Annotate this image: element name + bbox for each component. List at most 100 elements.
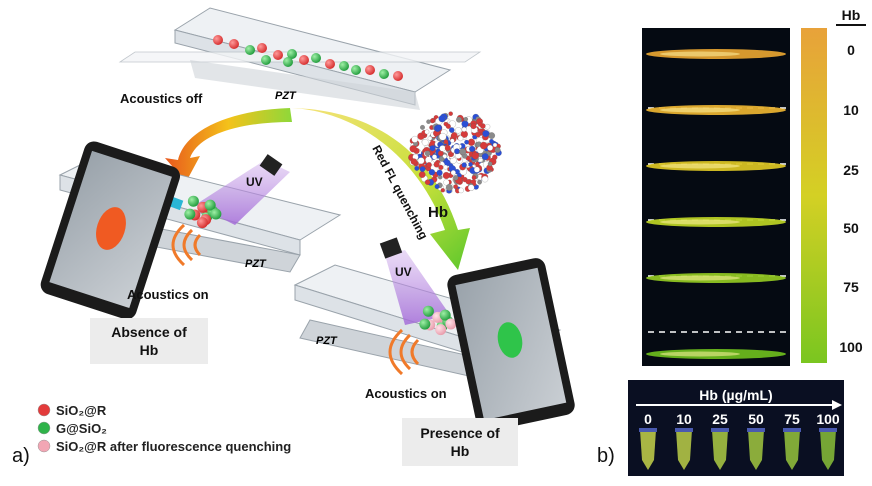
hb-atom	[456, 116, 462, 123]
sample-tube	[820, 430, 836, 470]
hb-atom	[457, 135, 464, 142]
cluster-particle	[210, 208, 222, 220]
hb-atom	[450, 170, 456, 176]
hb-atom	[439, 145, 446, 152]
hb-atom	[433, 161, 440, 168]
streak-highlight	[660, 275, 740, 281]
absence-line2: Hb	[140, 342, 159, 358]
hb-atom	[410, 158, 418, 165]
left-uv-beam	[195, 160, 290, 225]
hb-atom	[474, 161, 480, 167]
top-particle-stream	[213, 35, 403, 81]
tube-label: 100	[816, 411, 840, 427]
hb-atom	[409, 145, 417, 153]
hb-atom	[427, 136, 433, 141]
hb-atom	[470, 123, 477, 130]
hb-atom	[424, 150, 431, 157]
hb-atom	[434, 184, 440, 190]
hb-atom	[429, 145, 436, 152]
hb-molecule	[408, 111, 502, 194]
legend-label: SiO₂@R after fluorescence quenching	[56, 439, 291, 454]
hb-molecule-label: Hb	[428, 204, 448, 221]
tube-cap	[819, 428, 837, 432]
streak-highlight	[660, 219, 740, 225]
tube-label: 0	[644, 411, 652, 427]
pzt-left-label: PZT	[245, 258, 267, 270]
panel-a-label: a)	[12, 445, 30, 467]
hb-atom	[443, 179, 450, 186]
hb-atom	[478, 122, 483, 127]
hb-atom	[417, 157, 425, 165]
hb-atom	[428, 169, 435, 176]
tube-label: 10	[676, 411, 692, 427]
hb-atom	[461, 162, 467, 168]
hb-atom	[445, 183, 453, 191]
hb-atom	[442, 154, 448, 159]
streak-highlight	[660, 163, 740, 169]
hb-atom	[464, 139, 469, 145]
right-phone-green-spot	[497, 322, 523, 358]
left-phone-red-spot	[96, 207, 126, 250]
cluster-particle	[187, 195, 199, 207]
tube-cap	[747, 428, 765, 432]
panel-b-label: b)	[597, 445, 615, 467]
top-particle	[213, 35, 223, 45]
tube-label: 75	[784, 411, 800, 427]
hb-atom	[450, 138, 455, 143]
top-particle	[325, 59, 335, 69]
right-uv-beam	[385, 250, 450, 325]
hb-atom	[481, 153, 489, 161]
hb-atom	[430, 118, 435, 124]
hb-atom	[439, 156, 445, 162]
top-particle	[351, 65, 361, 75]
hb-atom	[487, 144, 494, 151]
top-particle	[273, 50, 283, 60]
uv-right-label: UV	[395, 265, 412, 279]
right-uv-lamp	[379, 237, 403, 259]
scale-tick-label: 75	[843, 279, 859, 295]
top-particle	[339, 61, 349, 71]
hb-atom	[494, 147, 501, 153]
acoustics-on-right-label: Acoustics on	[365, 386, 447, 401]
legend-swatch	[37, 439, 51, 453]
cluster-particle	[196, 217, 208, 229]
left-sound-waves	[171, 223, 202, 267]
hb-atom	[458, 187, 464, 194]
hb-atom	[439, 132, 447, 141]
hb-atom	[444, 145, 451, 152]
hb-atom	[480, 141, 488, 150]
legend-swatch	[37, 421, 51, 435]
hb-atom	[443, 164, 448, 170]
hb-atom	[492, 142, 498, 148]
hb-atom	[443, 139, 449, 145]
cluster-particle	[184, 208, 196, 220]
hb-atom	[459, 148, 467, 156]
hb-atom	[435, 124, 442, 131]
hb-atom	[484, 123, 491, 130]
hb-atom	[438, 115, 446, 123]
top-particle	[283, 57, 293, 67]
tube-label: 25	[712, 411, 728, 427]
presence-line1: Presence of	[420, 425, 500, 441]
sample-tube	[676, 430, 692, 470]
cluster-particle	[204, 199, 216, 211]
presence-line2: Hb	[451, 443, 470, 459]
top-particle	[257, 43, 267, 53]
hb-atom	[453, 175, 459, 181]
hb-atom	[424, 129, 430, 135]
hb-atom	[449, 127, 455, 133]
hb-atom	[453, 184, 459, 190]
hb-atom	[468, 184, 475, 191]
tube-header: Hb (µg/mL)	[699, 387, 772, 403]
tube-cap	[711, 428, 729, 432]
left-uv-lamp	[259, 154, 283, 176]
legend-label: SiO₂@R	[56, 403, 107, 418]
hb-atom	[418, 171, 426, 178]
hb-atom	[489, 139, 494, 144]
left-smartphone	[40, 141, 181, 320]
